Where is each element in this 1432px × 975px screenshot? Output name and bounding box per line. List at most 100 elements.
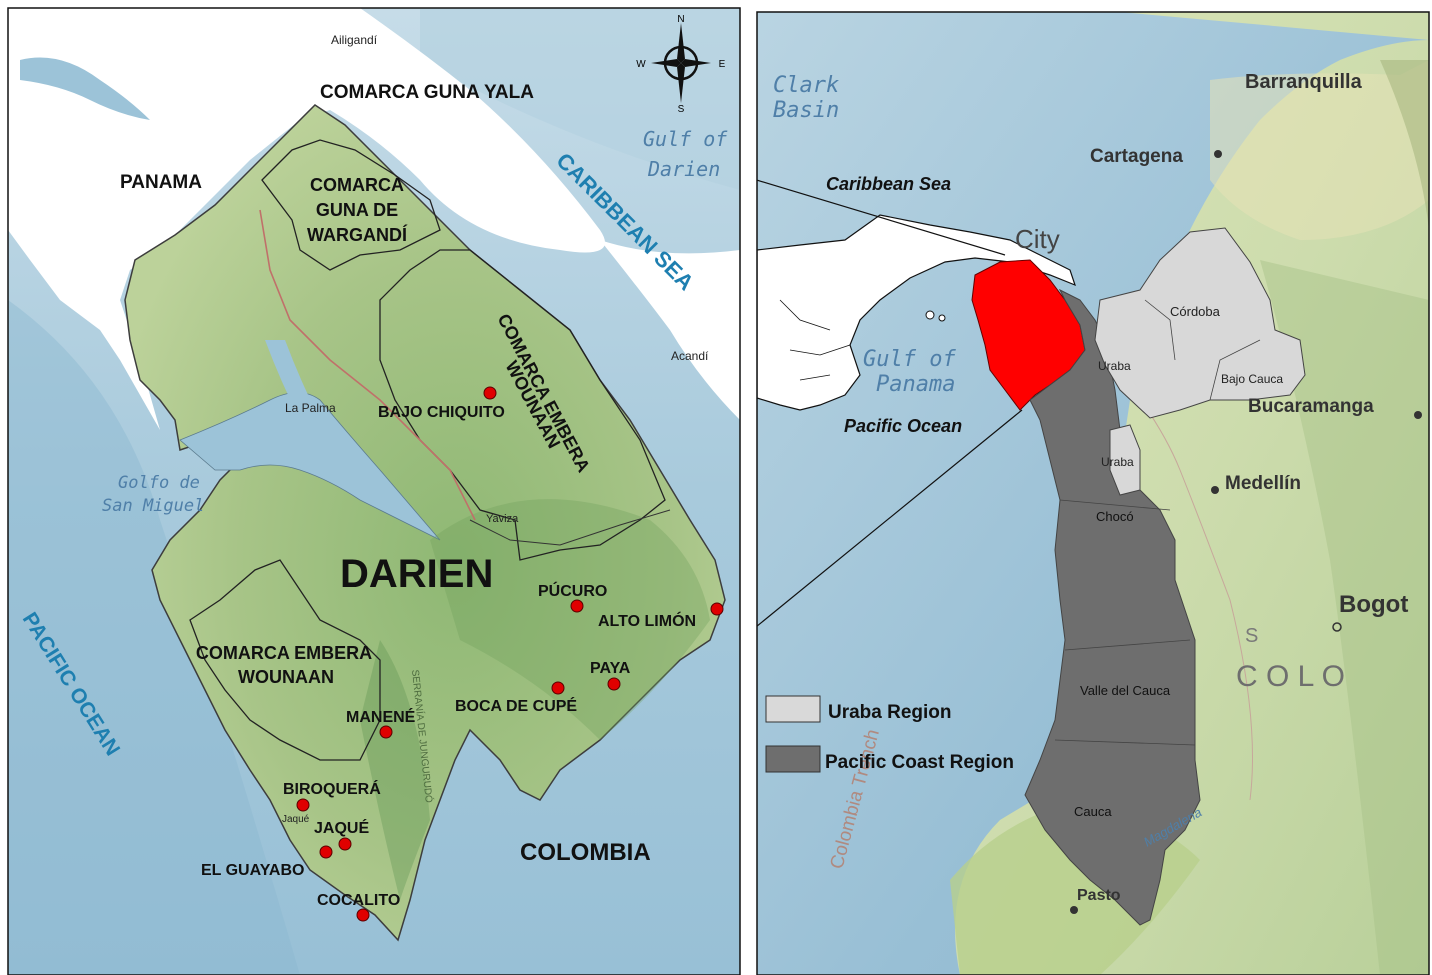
label-el-guayabo: EL GUAYABO xyxy=(201,862,304,879)
label-la-palma: La Palma xyxy=(285,401,336,415)
sierra-shading xyxy=(1380,60,1429,230)
pacific-department-lines xyxy=(1054,499,1196,746)
label-manene: MANENÉ xyxy=(346,707,416,726)
label-colombia: COLOMBIA xyxy=(520,839,651,866)
label-uraba-2: Uraba xyxy=(1101,455,1134,469)
label-pacific-ocean-right: Pacific Ocean xyxy=(844,416,962,436)
site-marker-pucuro xyxy=(570,599,584,613)
uraba-region-south xyxy=(1109,424,1141,496)
regional-overview-map: Clark Basin Barranquilla Cartagena Carib… xyxy=(757,12,1429,975)
site-marker-manene xyxy=(379,725,393,739)
label-gulf-panama-1: Gulf of xyxy=(863,347,956,372)
label-wargandi-3: WARGANDÍ xyxy=(307,224,408,245)
label-pucuro: PÚCURO xyxy=(538,581,607,600)
serrania-shading xyxy=(360,640,430,900)
label-barranquilla: Barranquilla xyxy=(1245,71,1363,93)
legend-label-pacific: Pacific Coast Region xyxy=(825,752,1014,773)
label-valle-del-cauca: Valle del Cauca xyxy=(1080,683,1171,698)
site-marker-alto-limon xyxy=(710,602,724,616)
label-bogota: Bogot xyxy=(1339,591,1408,618)
site-marker-boca-de-cupe xyxy=(551,681,565,695)
site-marker-paya xyxy=(607,677,621,691)
gulf-san-miguel-water xyxy=(179,392,441,541)
compass-e: E xyxy=(719,59,726,70)
label-darien: DARIEN xyxy=(340,552,493,596)
city-dot-pasto xyxy=(1070,906,1078,914)
road-line xyxy=(1109,359,1253,801)
pan-american-highway xyxy=(259,209,476,521)
label-city: City xyxy=(1015,224,1060,254)
colombia-north-land xyxy=(600,240,740,420)
label-cordoba: Córdoba xyxy=(1170,304,1221,319)
pacific-deep-water xyxy=(8,300,300,975)
compass-rose-icon: N S W E xyxy=(636,14,725,115)
label-comarca-ew-south-1: COMARCA EMBERA xyxy=(196,643,372,663)
coastal-plain xyxy=(1210,60,1429,240)
compass-n: N xyxy=(677,14,684,25)
label-caribbean-sea-right: Caribbean Sea xyxy=(826,174,951,194)
label-uraba-1: Uraba xyxy=(1098,359,1131,373)
label-cauca: Cauca xyxy=(1074,804,1112,819)
right-panel-frame xyxy=(756,11,1430,975)
river-inlet xyxy=(265,340,350,480)
site-marker-biroquera xyxy=(296,798,310,812)
label-paya: PAYA xyxy=(590,660,631,677)
label-wargandi-1: COMARCA xyxy=(310,175,404,195)
uraba-department-lines xyxy=(1144,299,1261,401)
label-choco: Chocó xyxy=(1096,509,1134,524)
label-comarca-guna-yala: COMARCA GUNA YALA xyxy=(320,82,534,103)
site-marker-bajo-chiquito xyxy=(483,386,497,400)
colombia-land xyxy=(955,12,1429,975)
compass-s: S xyxy=(678,104,685,115)
island-marker-2 xyxy=(938,314,946,322)
label-clark-basin-1: Clark xyxy=(773,73,839,98)
label-clark-basin-2: Basin xyxy=(773,98,839,123)
island-marker xyxy=(925,310,935,320)
connector-line-bottom xyxy=(757,409,1023,627)
label-ailigandi: Ailigandí xyxy=(331,33,378,47)
city-dot-medellin xyxy=(1211,486,1219,494)
label-bajo-cauca: Bajo Cauca xyxy=(1221,372,1283,386)
label-bajo-chiquito: BAJO CHIQUITO xyxy=(378,404,505,421)
label-bucaramanga: Bucaramanga xyxy=(1248,396,1374,417)
label-golfo-sm-1: Golfo de xyxy=(118,473,200,493)
city-dot-bogota xyxy=(1332,622,1342,632)
andes-shading xyxy=(1260,260,1429,975)
label-medellin: Medellín xyxy=(1225,473,1301,494)
uraba-region-north xyxy=(1094,227,1306,419)
legend-swatch-uraba xyxy=(765,695,821,723)
legend-swatch-pacific xyxy=(765,745,821,773)
city-dot-cartagena xyxy=(1214,150,1222,158)
label-panama: PANAMA xyxy=(120,172,202,193)
panama-mainland xyxy=(8,8,605,430)
label-yaviza: Yaviza xyxy=(486,513,519,525)
label-colombia-s: S xyxy=(1245,625,1258,647)
label-gulf-darien-2: Darien xyxy=(647,157,720,181)
city-dot-bucaramanga xyxy=(1414,411,1422,419)
panama-country-outline xyxy=(757,214,1076,411)
label-acandi: Acandí xyxy=(671,349,709,363)
district-boundary xyxy=(469,509,671,546)
label-alto-limon: ALTO LIMÓN xyxy=(598,611,696,630)
panama-province-lines xyxy=(779,299,851,381)
caribbean-water xyxy=(420,8,740,190)
label-boca-de-cupe: BOCA DE CUPÉ xyxy=(455,696,577,715)
label-golfo-sm-2: San Miguel xyxy=(102,496,204,516)
coastal-lagoon xyxy=(20,57,150,120)
label-biroquera: BIROQUERÁ xyxy=(283,779,381,798)
label-cocalito: COCALITO xyxy=(317,892,400,909)
label-cartagena: Cartagena xyxy=(1090,146,1183,167)
label-gulf-darien-1: Gulf of xyxy=(643,127,728,151)
map-legend: Uraba Region Pacific Coast Region xyxy=(765,695,1014,773)
left-panel-frame xyxy=(7,7,741,975)
label-jaque: JAQUÉ xyxy=(314,818,369,837)
connector-line-top xyxy=(757,179,1006,256)
label-pasto: Pasto xyxy=(1077,887,1121,904)
label-colombia-partial: C O L O xyxy=(1236,660,1345,693)
site-marker-cocalito xyxy=(356,908,370,922)
site-marker-el-guayabo xyxy=(319,845,333,859)
wargandi-boundary xyxy=(261,139,441,271)
site-marker-jaque xyxy=(338,837,352,851)
comarca-south-boundary xyxy=(189,559,381,761)
